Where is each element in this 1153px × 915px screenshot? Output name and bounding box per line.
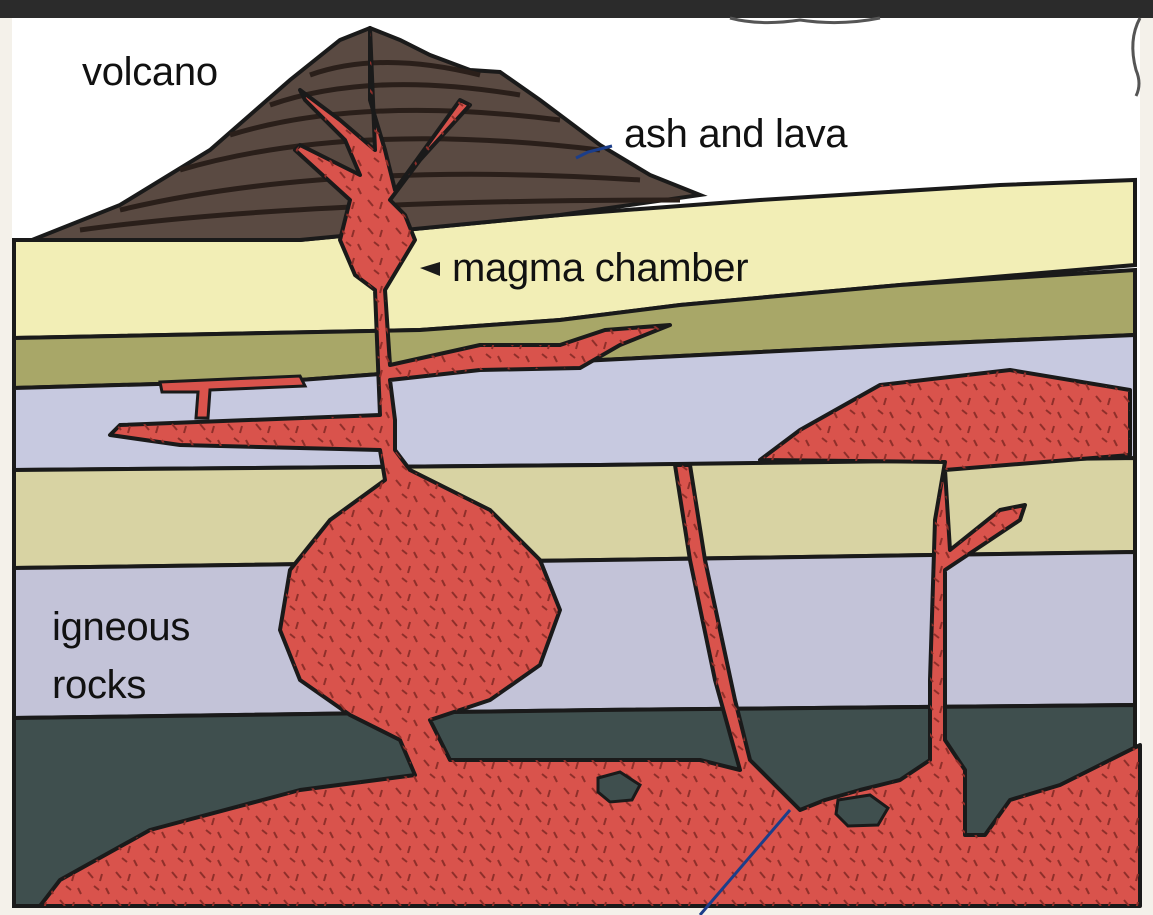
label-ash-and-lava: ash and lava — [624, 112, 847, 156]
top-dark-bar — [0, 0, 1153, 18]
label-magma-chamber: magma chamber — [452, 246, 748, 290]
label-igneous-rocks: igneous rocks — [52, 598, 252, 714]
label-volcano: volcano — [82, 50, 218, 94]
